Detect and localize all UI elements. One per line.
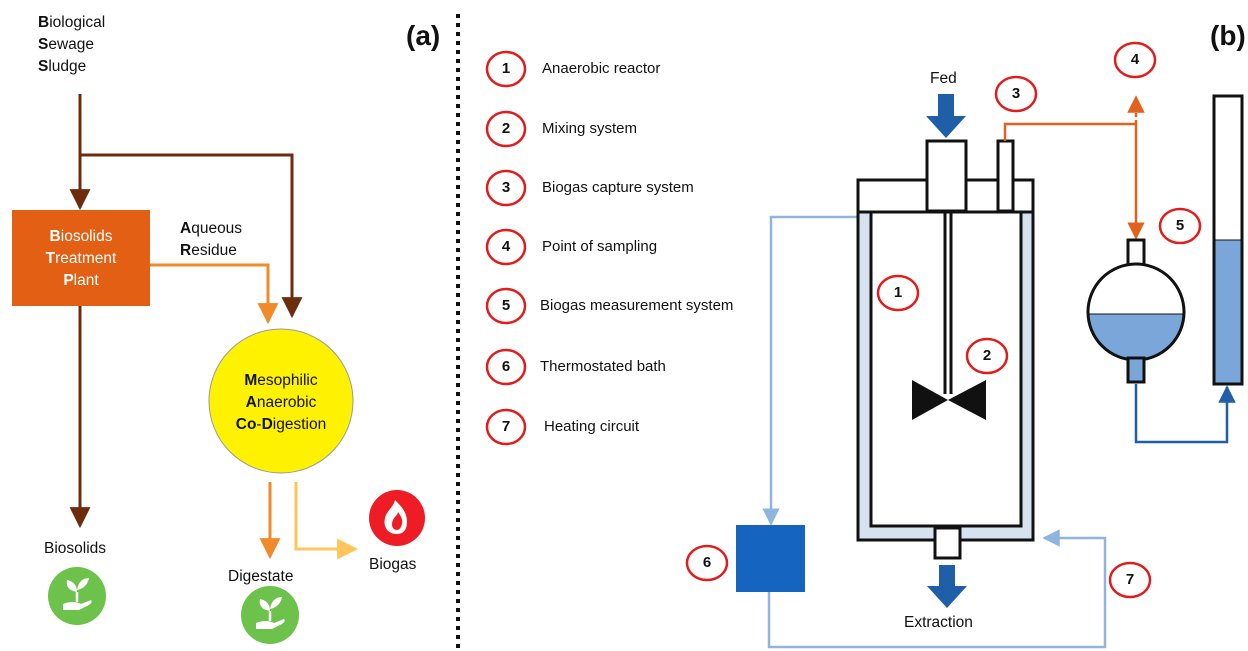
digestate-label: Digestate (228, 568, 294, 585)
marker-3-num: 3 (1011, 85, 1021, 102)
legend-label-3: Biogas capture system (542, 179, 694, 196)
digestion-label: Mesophilic Anaerobic Co-Digestion (235, 372, 327, 433)
sludge-to-digester-arrow (80, 153, 303, 319)
legend-marker-6 (485, 348, 527, 386)
extraction-label: Extraction (904, 614, 973, 631)
gas-measurement-flask (1086, 238, 1186, 384)
panel-a-label: (a) (406, 20, 441, 51)
extraction-port (933, 526, 962, 560)
legend-num-6: 6 (501, 358, 511, 375)
treatment-plant-label: Biosolids Treatment Plant (45, 228, 117, 289)
legend-label-4: Point of sampling (542, 238, 658, 255)
heating-circuit-return (767, 529, 1107, 649)
legend-marker-2 (485, 110, 527, 148)
marker-2 (965, 337, 1009, 375)
gas-line (1003, 122, 1136, 141)
biosolids-label: Biosolids (44, 540, 107, 557)
panel-a-flows (69, 94, 359, 560)
flame-icon (369, 490, 425, 546)
gas-measurement-column (1212, 94, 1244, 386)
extraction-arrow (927, 565, 967, 608)
legend-marker-7 (485, 408, 527, 446)
marker-2-num: 2 (982, 347, 992, 364)
marker-6 (685, 544, 729, 582)
marker-5-num: 5 (1175, 217, 1185, 234)
sewage-sludge-label: Biological Sewage Sludge (38, 14, 106, 75)
legend-label-2: Mixing system (542, 120, 638, 137)
plant-in-hand-icon (241, 586, 299, 644)
marker-1 (876, 274, 920, 312)
marker-6-num: 6 (702, 554, 712, 571)
legend-label-1: Anaerobic reactor (542, 60, 661, 77)
legend-label-7: Heating circuit (544, 418, 640, 435)
legend-marker-4 (485, 228, 527, 266)
marker-4-num: 4 (1130, 51, 1140, 68)
legend-num-5: 5 (501, 297, 511, 314)
aqueous-residue-arrow (150, 263, 279, 325)
panel-b-label: (b) (1210, 20, 1246, 51)
marker-4 (1113, 41, 1157, 79)
marker-5 (1158, 207, 1202, 245)
legend-label-6: Thermostated bath (540, 358, 666, 375)
legend-label-5: Biogas measurement system (540, 297, 734, 314)
legend-marker-5 (485, 287, 527, 325)
feed-port (925, 139, 968, 213)
impeller-blade-right (948, 380, 986, 420)
marker-3 (994, 75, 1038, 113)
aqueous-residue-label: Aqueous Residue (180, 220, 243, 259)
fed-label: Fed (930, 70, 957, 87)
plant-in-hand-icon (48, 567, 106, 625)
heating-circuit-supply (762, 215, 858, 526)
legend-num-2: 2 (501, 120, 511, 137)
legend-num-7: 7 (501, 418, 511, 435)
biogas-arrow (294, 482, 359, 560)
gas-outlet-tube (996, 139, 1015, 213)
legend-num-4: 4 (501, 238, 511, 255)
legend-marker-3 (485, 169, 527, 207)
thermostated-bath (736, 525, 805, 592)
legend-num-1: 1 (501, 60, 511, 77)
legend-num-3: 3 (501, 179, 511, 196)
marker-1-num: 1 (893, 284, 903, 301)
diagram-markers (685, 41, 1202, 599)
flask-column-connection (1134, 384, 1236, 444)
impeller-blade-left (912, 380, 948, 420)
legend-markers (485, 50, 527, 446)
biogas-label: Biogas (369, 556, 417, 573)
marker-7 (1108, 561, 1152, 599)
biosolids-treatment-plant-box (12, 210, 150, 306)
digestion-circle (208, 328, 354, 474)
marker-7-num: 7 (1125, 571, 1135, 588)
feed-arrow (926, 94, 966, 138)
legend-marker-1 (485, 50, 527, 88)
